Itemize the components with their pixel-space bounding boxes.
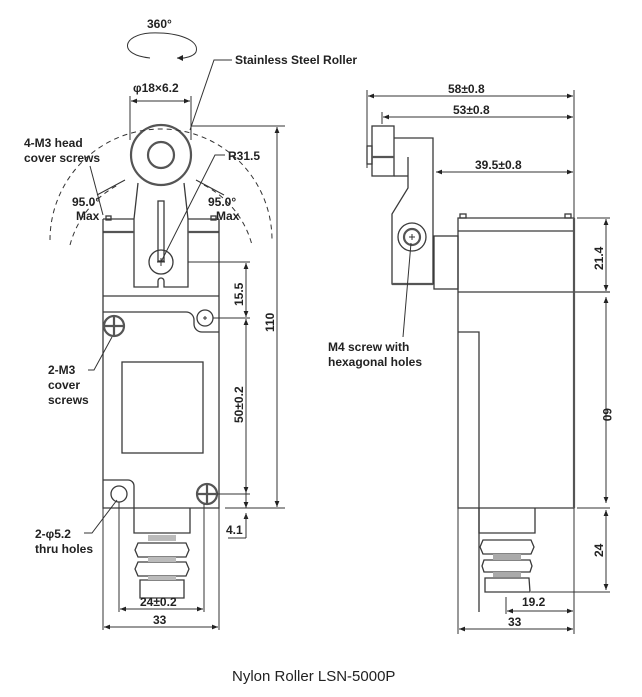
dim-110: 110 bbox=[263, 312, 277, 332]
dim-24-02: 24±0.2 bbox=[140, 595, 177, 609]
head-screws-label: 4-M3 head bbox=[24, 136, 83, 150]
dim-58: 58±0.8 bbox=[448, 82, 485, 96]
dim-50: 50±0.2 bbox=[232, 386, 246, 423]
roller-side bbox=[371, 125, 395, 177]
dim-4-1: 4.1 bbox=[226, 523, 243, 537]
head-screws-label-2: cover screws bbox=[24, 151, 100, 165]
roller-dim-label: φ18×6.2 bbox=[133, 81, 179, 95]
roller-leader bbox=[189, 59, 232, 131]
rotation-label: 360° bbox=[147, 17, 172, 31]
dim-15-5: 15.5 bbox=[232, 282, 246, 306]
swing-arc bbox=[49, 128, 273, 241]
drawing-title: Nylon Roller LSN-5000P bbox=[232, 668, 395, 685]
front-view: 360° Stainless Steel Roller φ18×6.2 R31.… bbox=[24, 17, 357, 630]
dim-53: 53±0.8 bbox=[453, 103, 490, 117]
roller bbox=[129, 123, 193, 187]
holes-label-2: thru holes bbox=[35, 542, 93, 556]
cover-screws-label-2: cover bbox=[48, 378, 80, 392]
plunger-side bbox=[478, 508, 536, 534]
dim-21-4: 21.4 bbox=[592, 246, 606, 270]
angle-right-label: 95.0° bbox=[208, 195, 236, 209]
roller-label: Stainless Steel Roller bbox=[235, 53, 357, 67]
body-front bbox=[102, 219, 220, 509]
dim-19-2: 19.2 bbox=[522, 595, 546, 609]
side-view: 58±0.8 53±0.8 39.5±0.8 M4 screw with hex… bbox=[328, 82, 614, 634]
thru-hole-icon bbox=[110, 485, 128, 503]
roller-hub bbox=[146, 140, 176, 170]
rotation-arrow-icon bbox=[127, 32, 197, 61]
dim-60: 60 bbox=[600, 408, 614, 422]
cover-screws-label-3: screws bbox=[48, 393, 89, 407]
thru-hole-icon bbox=[196, 309, 214, 327]
hex-screw-icon bbox=[397, 222, 427, 252]
lever-arm bbox=[133, 182, 189, 288]
dim-39-5: 39.5±0.8 bbox=[475, 158, 522, 172]
plunger bbox=[133, 508, 191, 534]
angle-left-max: Max bbox=[76, 209, 100, 223]
body-side bbox=[457, 217, 575, 509]
angle-left-label: 95.0° bbox=[72, 195, 100, 209]
angle-right-max: Max bbox=[216, 209, 240, 223]
window bbox=[121, 361, 204, 454]
dim-24: 24 bbox=[592, 543, 606, 557]
dim-33-side: 33 bbox=[508, 615, 522, 629]
cover-screws-label: 2-M3 bbox=[48, 363, 76, 377]
screw-label: M4 screw with bbox=[328, 340, 409, 354]
arm-side bbox=[391, 137, 434, 285]
holes-label: 2-φ5.2 bbox=[35, 527, 71, 541]
cover-screw-icon bbox=[102, 314, 126, 338]
dim-33: 33 bbox=[153, 613, 167, 627]
screw-label-2: hexagonal holes bbox=[328, 355, 422, 369]
radius-label: R31.5 bbox=[228, 149, 260, 163]
cover-screw-icon bbox=[195, 482, 219, 506]
